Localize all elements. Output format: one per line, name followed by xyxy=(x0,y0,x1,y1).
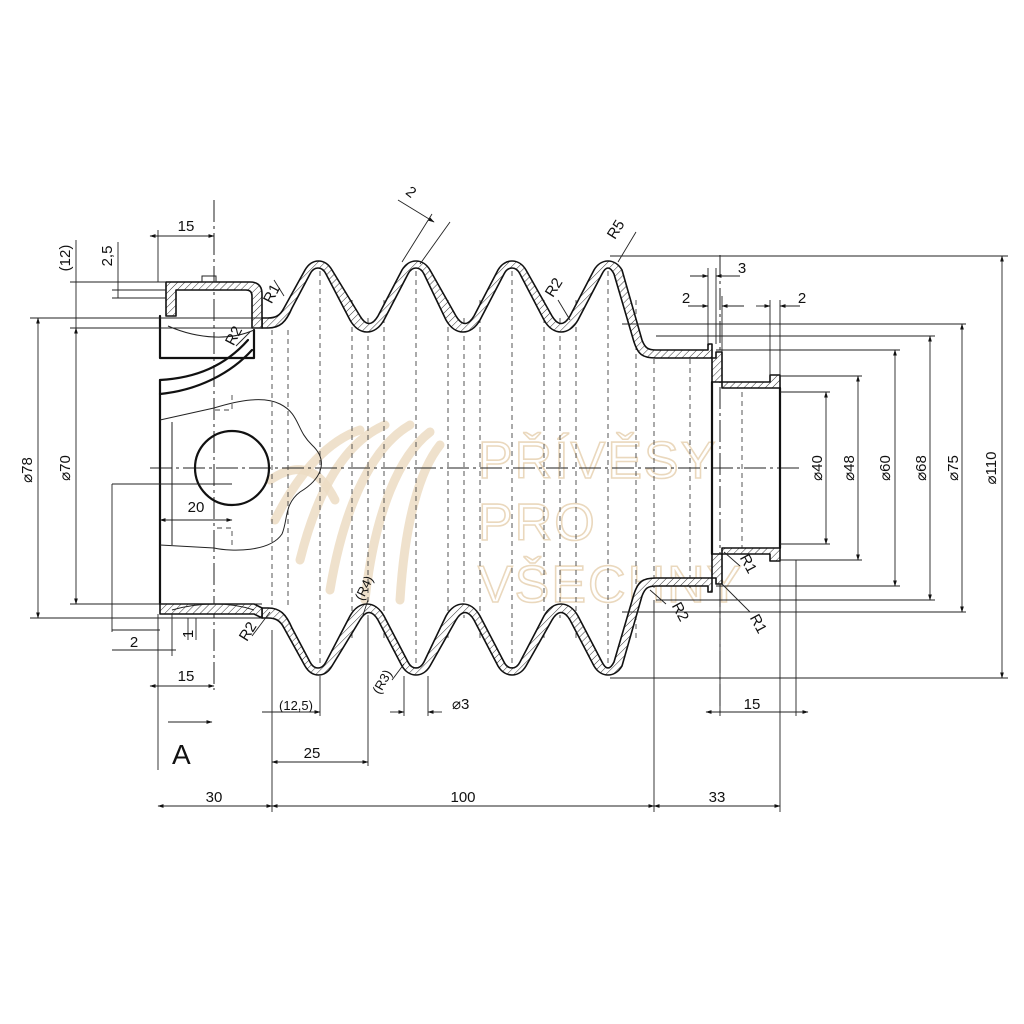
radius-r2-top-mid: R2 xyxy=(542,275,567,300)
left-collar-top-lip xyxy=(165,281,263,329)
dim-top-2-right: 2 xyxy=(798,290,806,307)
dim-top-15: 15 xyxy=(178,218,195,235)
watermark: PŘÍVĚSY PRO VŠECHNY xyxy=(265,420,742,615)
radius-r1-right-b: R1 xyxy=(746,611,770,636)
watermark-logo-icon xyxy=(265,420,445,605)
left-collar xyxy=(158,275,322,619)
dim-diameter-78: ⌀78 xyxy=(19,457,36,483)
watermark-line-2: PRO xyxy=(478,494,597,552)
dim-diameter-68: ⌀68 xyxy=(913,455,930,481)
dim-diameter-70: ⌀70 xyxy=(57,455,74,481)
dim-diameter-75: ⌀75 xyxy=(945,455,962,481)
dim-length-33: 33 xyxy=(709,789,726,806)
radius-r1-top: R1 xyxy=(260,281,284,306)
left-collar-arc xyxy=(167,325,255,338)
dim-wall-thickness-2: 2 xyxy=(402,183,419,202)
mounting-hole xyxy=(193,429,271,507)
dim-paren-12: (12) xyxy=(57,245,74,272)
radius-r5-top: R5 xyxy=(604,217,629,242)
left-collar-lobe xyxy=(159,399,322,551)
dim-2-5: 2,5 xyxy=(99,246,116,267)
dim-bottom-15: 15 xyxy=(178,668,195,685)
dimension-labels: ⌀78 ⌀70 (12) 2,5 15 20 2 1 15 A 30 100 3… xyxy=(19,183,1000,806)
dim-length-25: 25 xyxy=(304,745,321,762)
dim-diameter-40: ⌀40 xyxy=(809,455,826,481)
dim-bottom-1: 1 xyxy=(180,630,197,638)
left-collar-bottom-lip xyxy=(159,603,263,619)
dim-top-2-left: 2 xyxy=(682,290,690,307)
radius-r4-bottom: (R4) xyxy=(352,573,377,602)
watermark-line-1: PŘÍVĚSY xyxy=(478,432,717,490)
dim-length-100: 100 xyxy=(450,789,475,806)
dim-hole-20: 20 xyxy=(188,499,205,516)
dim-top-3: 3 xyxy=(738,260,746,277)
dimension-lines xyxy=(30,199,1008,812)
dim-diameter-3: ⌀3 xyxy=(452,696,469,713)
dim-length-30: 30 xyxy=(206,789,223,806)
left-collar-curve-top xyxy=(158,338,250,382)
left-collar-nub xyxy=(201,275,217,283)
hidden-lines xyxy=(214,262,743,676)
dim-diameter-48: ⌀48 xyxy=(841,455,858,481)
dim-paren-12-5: (12,5) xyxy=(279,698,313,713)
dim-diameter-60: ⌀60 xyxy=(877,455,894,481)
dim-right-15: 15 xyxy=(744,696,761,713)
dim-bottom-2: 2 xyxy=(130,634,138,651)
left-collar-curve-inner xyxy=(158,348,254,396)
dim-diameter-110: ⌀110 xyxy=(983,452,1000,485)
radius-r3-bottom: (R3) xyxy=(369,667,395,696)
radius-r2-bottom-left: R2 xyxy=(236,619,261,644)
bellows-top-wall xyxy=(261,260,781,389)
left-collar-groove xyxy=(158,314,256,360)
view-label-a: A xyxy=(172,739,191,770)
